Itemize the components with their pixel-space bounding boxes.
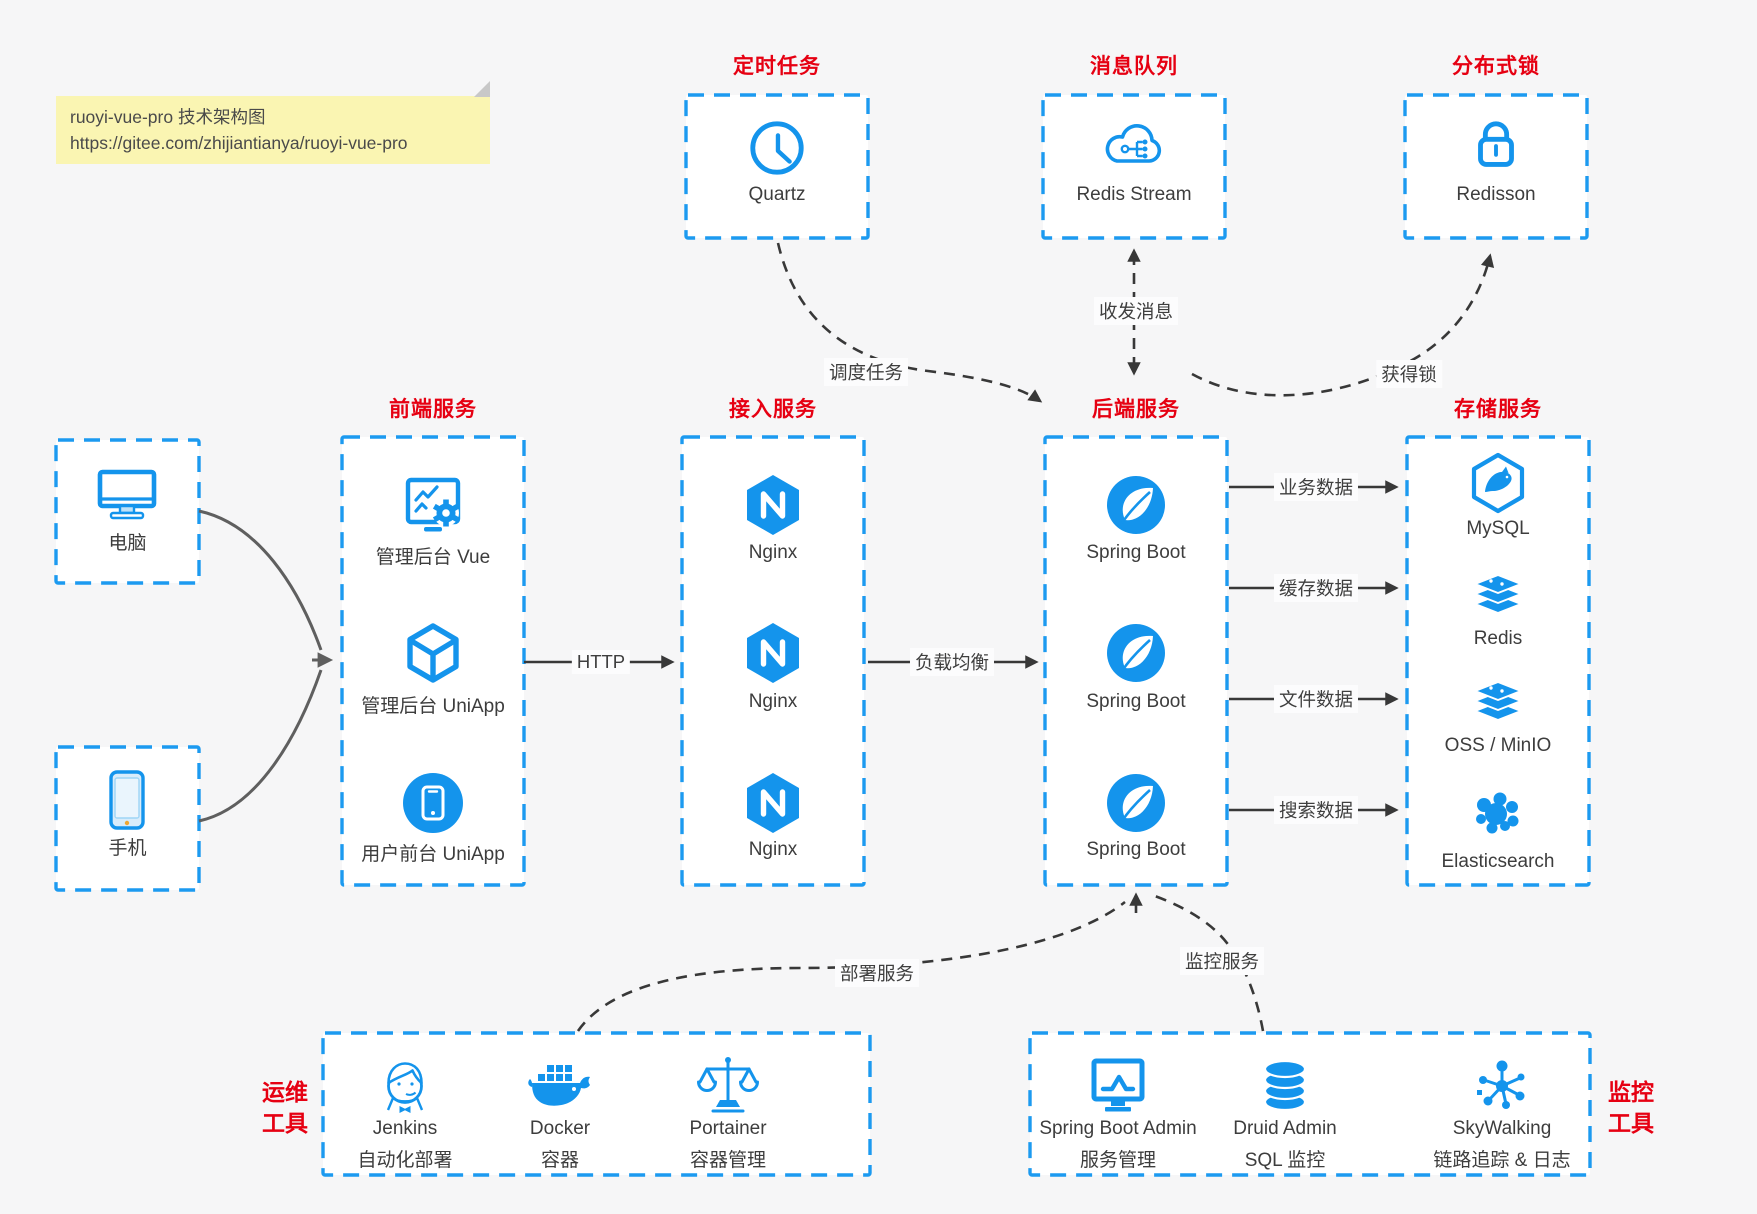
label-phone-client: 手机	[108, 838, 147, 859]
edge-phone-to-frontend-curve	[198, 669, 323, 823]
group-title-storage: 存储服务	[1454, 398, 1542, 421]
label-nginx-3: Nginx	[748, 839, 798, 860]
label-spring-boot-3: Spring Boot	[1086, 839, 1186, 860]
group-title-frontend: 前端服务	[389, 398, 477, 421]
label-oss-minio: OSS / MinIO	[1444, 735, 1552, 756]
note-fold-corner	[474, 81, 490, 97]
edge-label-monitor-service: 监控服务	[1179, 947, 1265, 975]
lock-icon	[1478, 121, 1514, 167]
edge-schedule-task-curve	[776, 242, 1043, 403]
sublabel-druid-admin: SQL 监控	[1244, 1150, 1326, 1171]
box-redis-stream	[1041, 93, 1227, 240]
edge-acquire-lock-curve	[1191, 253, 1495, 397]
spring-boot-admin-icon	[1091, 1058, 1145, 1112]
label-pc-client: 电脑	[108, 533, 147, 554]
label-druid-admin: Druid Admin	[1233, 1118, 1337, 1139]
edge-label-cache-data: 缓存数据	[1273, 574, 1359, 602]
label-redis-stream: Redis Stream	[1076, 184, 1192, 205]
label-spring-boot-admin: Spring Boot Admin	[1039, 1118, 1197, 1139]
edge-deploy-curve	[576, 900, 1126, 1032]
group-title-distributed-lock: 分布式锁	[1452, 55, 1540, 78]
group-title-scheduled-task: 定时任务	[733, 55, 821, 78]
cloud-stream-icon	[1105, 124, 1162, 163]
edge-monitor-curve	[1151, 893, 1265, 1032]
box-monitor-tools	[1028, 1031, 1592, 1177]
label-user-uniapp: 用户前台 UniApp	[361, 844, 505, 865]
label-redisson: Redisson	[1456, 184, 1536, 205]
note-url: https://gitee.com/zhijiantianya/ruoyi-vu…	[70, 133, 408, 153]
edge-label-business-data: 业务数据	[1273, 473, 1359, 501]
label-portainer: Portainer	[689, 1118, 767, 1139]
desktop-icon	[97, 469, 157, 520]
sublabel-spring-boot-admin: 服务管理	[1079, 1150, 1156, 1171]
smartphone-icon	[109, 770, 145, 830]
label-admin-vue: 管理后台 Vue	[375, 547, 491, 568]
label-spring-boot-1: Spring Boot	[1086, 542, 1186, 563]
elasticsearch-icon	[1476, 792, 1519, 834]
oss-stack-icon	[1474, 681, 1522, 721]
portainer-icon	[697, 1057, 759, 1113]
sublabel-portainer: 容器管理	[689, 1150, 766, 1171]
jenkins-icon	[386, 1062, 424, 1113]
side-title-monitor-tools: 监控 工具	[1608, 1079, 1654, 1136]
edge-label-file-data: 文件数据	[1273, 685, 1359, 713]
sublabel-docker: 容器	[540, 1150, 579, 1171]
nginx-icon	[747, 773, 799, 833]
label-nginx-1: Nginx	[748, 542, 798, 563]
clock-icon	[750, 121, 804, 175]
redis-stack-icon	[1474, 574, 1522, 614]
edge-label-send-receive-message: 收发消息	[1093, 297, 1179, 325]
skywalking-icon	[1477, 1060, 1525, 1109]
edge-pc-to-frontend-curve	[198, 509, 323, 651]
spring-boot-icon	[1107, 624, 1165, 682]
sublabel-skywalking: 链路追踪 & 日志	[1433, 1150, 1571, 1171]
edge-label-search-data: 搜索数据	[1273, 796, 1359, 824]
nginx-icon	[747, 623, 799, 683]
box-storage-services	[1405, 435, 1591, 887]
edge-label-schedule-task: 调度任务	[823, 358, 909, 386]
spring-boot-icon	[1107, 774, 1165, 832]
edge-label-acquire-lock: 获得锁	[1376, 360, 1442, 388]
label-spring-boot-2: Spring Boot	[1086, 691, 1186, 712]
note-title: ruoyi-vue-pro 技术架构图	[70, 107, 266, 127]
druid-icon	[1263, 1059, 1307, 1112]
label-admin-uniapp: 管理后台 UniApp	[361, 696, 505, 717]
label-quartz: Quartz	[748, 184, 806, 205]
label-docker: Docker	[529, 1118, 591, 1139]
docker-icon	[528, 1065, 590, 1106]
group-title-message-queue: 消息队列	[1090, 55, 1178, 78]
label-mysql: MySQL	[1466, 518, 1530, 539]
label-redis: Redis	[1473, 628, 1523, 649]
edge-label-http: HTTP	[571, 650, 631, 674]
uniapp-cube-icon	[407, 623, 459, 683]
mysql-icon	[1471, 452, 1525, 514]
nginx-icon	[747, 475, 799, 535]
spring-boot-icon	[1107, 476, 1165, 534]
label-elasticsearch: Elasticsearch	[1441, 851, 1555, 872]
group-title-gateway: 接入服务	[729, 398, 817, 421]
label-skywalking: SkyWalking	[1452, 1118, 1552, 1139]
admin-vue-icon	[405, 477, 461, 532]
sticky-note: ruoyi-vue-pro 技术架构图 https://gitee.com/zh…	[56, 81, 490, 164]
edge-label-deploy-service: 部署服务	[834, 959, 920, 987]
label-nginx-2: Nginx	[748, 691, 798, 712]
group-title-backend: 后端服务	[1092, 398, 1180, 421]
user-app-icon	[403, 773, 463, 833]
sublabel-jenkins: 自动化部署	[357, 1150, 453, 1171]
edge-label-load-balance: 负载均衡	[909, 648, 995, 676]
side-title-ops-tools: 运维 工具	[262, 1079, 308, 1136]
label-jenkins: Jenkins	[372, 1118, 438, 1139]
